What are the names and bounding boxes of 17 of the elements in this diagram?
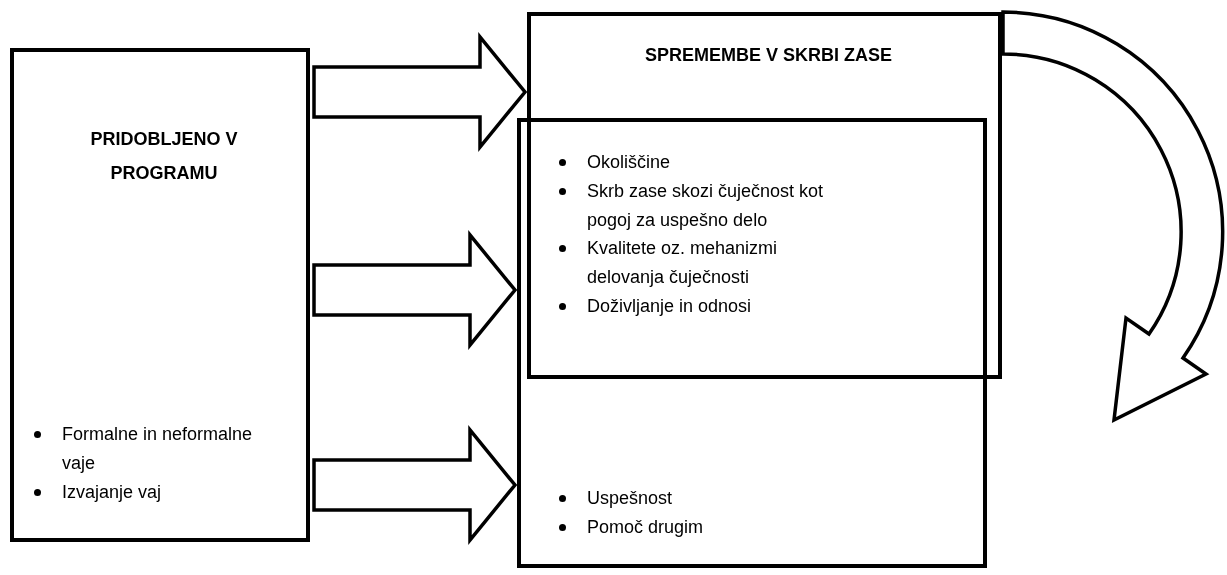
bullet-text: Uspešnost xyxy=(587,488,673,508)
bullet-text: Pomoč drugim xyxy=(587,516,704,537)
bullet-text: Doživljanje in odnosi xyxy=(587,296,752,316)
text-box xyxy=(10,48,310,542)
block-arrow xyxy=(312,32,528,152)
block-arrow xyxy=(312,230,518,350)
bullet-text: Izvajanje vaj xyxy=(62,481,162,502)
bullet-text: Skrb zase skozi čuječnost kot pogoj za uspešno delo xyxy=(587,180,824,230)
bullet-text: Kvalitete oz. mehanizmi delovanja čuječnosti xyxy=(587,238,778,288)
bullet-text: Formalne in neformalne vaje xyxy=(62,424,253,473)
text-box xyxy=(517,118,987,568)
block-arrow xyxy=(312,425,518,545)
heading: PRIDOBLJENO V PROGRAMU xyxy=(89,128,239,186)
heading: SPREMEMBE V SKRBI ZASE xyxy=(643,44,893,67)
bullet-text: Okoliščine xyxy=(587,152,671,172)
text-box xyxy=(527,12,1002,379)
block-arrow xyxy=(1001,10,1225,422)
